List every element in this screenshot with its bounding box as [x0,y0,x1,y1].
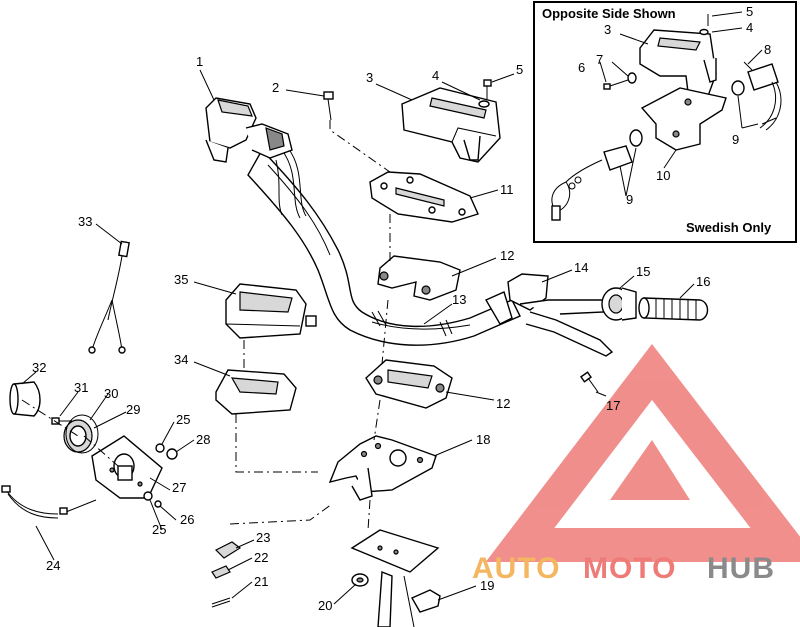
callout-24: 24 [46,558,60,573]
inset-callout-7: 7 [596,52,603,67]
speedometer-part-35 [225,283,317,339]
nut-part-25-lower [143,491,153,501]
inset-note: Swedish Only [686,220,772,235]
upper-clamp-part-12 [377,255,461,301]
callout-15: 15 [636,264,650,279]
inset-callout-10: 10 [656,168,670,183]
inset-callout-3: 3 [604,22,611,37]
callout-5: 5 [516,62,523,77]
steering-post-plate [350,529,440,627]
callout-21: 21 [254,574,268,589]
callout-1: 1 [196,54,203,69]
mount-plate-part-18 [328,435,437,501]
automotohub-logo [485,344,800,562]
watermark-triangle [485,344,800,562]
callout-30: 30 [104,386,118,401]
watermark-text-moto: MOTO [583,552,676,585]
callout-numbers: 1 2 3 4 5 11 12 13 14 15 16 17 18 12 19 … [32,54,710,613]
watermark-text-auto: AUTO [472,552,560,585]
grip-sleeve-part-15 [601,287,637,321]
callout-2: 2 [272,80,279,95]
callout-17: 17 [606,398,620,413]
wire-part-24 [1,485,59,519]
watermark-text-hub: HUB [707,552,775,585]
leader-lines [21,69,695,605]
inset-callout-9-right: 9 [732,132,739,147]
watermark-wordmark: AUTO MOTO HUB [472,552,775,585]
throttle-control-part-1 [205,97,293,163]
callout-34: 34 [174,352,188,367]
callout-29: 29 [126,402,140,417]
inset-callout-6: 6 [578,60,585,75]
clamp-plate-part-11 [369,171,479,223]
nut-part-20 [351,573,369,587]
callout-28: 28 [196,432,210,447]
lower-clamp-part-12 [365,359,453,409]
callout-16: 16 [696,274,710,289]
callout-13: 13 [452,292,466,307]
speedometer-housing-part-34 [215,369,297,415]
clip-part-19 [411,589,441,613]
callout-20: 20 [318,598,332,613]
alignment-lines [21,120,391,531]
callout-12-lower: 12 [496,396,510,411]
callout-32: 32 [32,360,46,375]
callout-25-upper: 25 [176,412,190,427]
pin-part-21 [211,597,231,608]
inset-callout-4: 4 [746,20,753,35]
callout-11: 11 [500,182,514,197]
brake-master-cylinder-part-14 [485,273,614,357]
callout-26: 26 [180,512,194,527]
screw-part-17 [580,371,599,393]
bolt-part-5 [483,79,492,100]
inset-callout-8: 8 [764,42,771,57]
inset-callout-9-left: 9 [626,192,633,207]
speedometer-cable-part-33 [88,240,130,354]
handlebar [247,147,521,346]
nut-part-25-upper [155,443,165,453]
callout-25-lower: 25 [152,522,166,537]
callout-14: 14 [574,260,588,275]
callout-22: 22 [254,550,268,565]
ring-part-29 [65,414,99,454]
callout-27: 27 [172,480,186,495]
callout-12-upper: 12 [500,248,514,263]
clip-part-23 [214,541,242,559]
screw-part-26 [154,500,162,508]
bulb-part-32 [9,381,41,417]
washer-part-22 [211,565,231,579]
callout-4: 4 [432,68,439,83]
handlebar-cover-part-3 [401,87,501,163]
callout-23: 23 [256,530,270,545]
screw-part-2 [323,91,334,121]
screw-in-housing [59,499,97,515]
callout-33: 33 [78,214,92,229]
inset-title: Opposite Side Shown [542,6,676,21]
callout-35: 35 [174,272,188,287]
inset-callout-5: 5 [746,4,753,19]
callout-31: 31 [74,380,88,395]
housing-part-27 [91,435,163,499]
callout-18: 18 [476,432,490,447]
callout-19: 19 [480,578,494,593]
callout-3: 3 [366,70,373,85]
bolt-part-28 [166,448,178,460]
inset-panel: Opposite Side Shown Swedish Only [533,1,797,243]
watermark-inner-mark [610,440,690,500]
washer-part-4 [478,100,490,108]
handlebar-grip-part-16 [638,297,709,321]
